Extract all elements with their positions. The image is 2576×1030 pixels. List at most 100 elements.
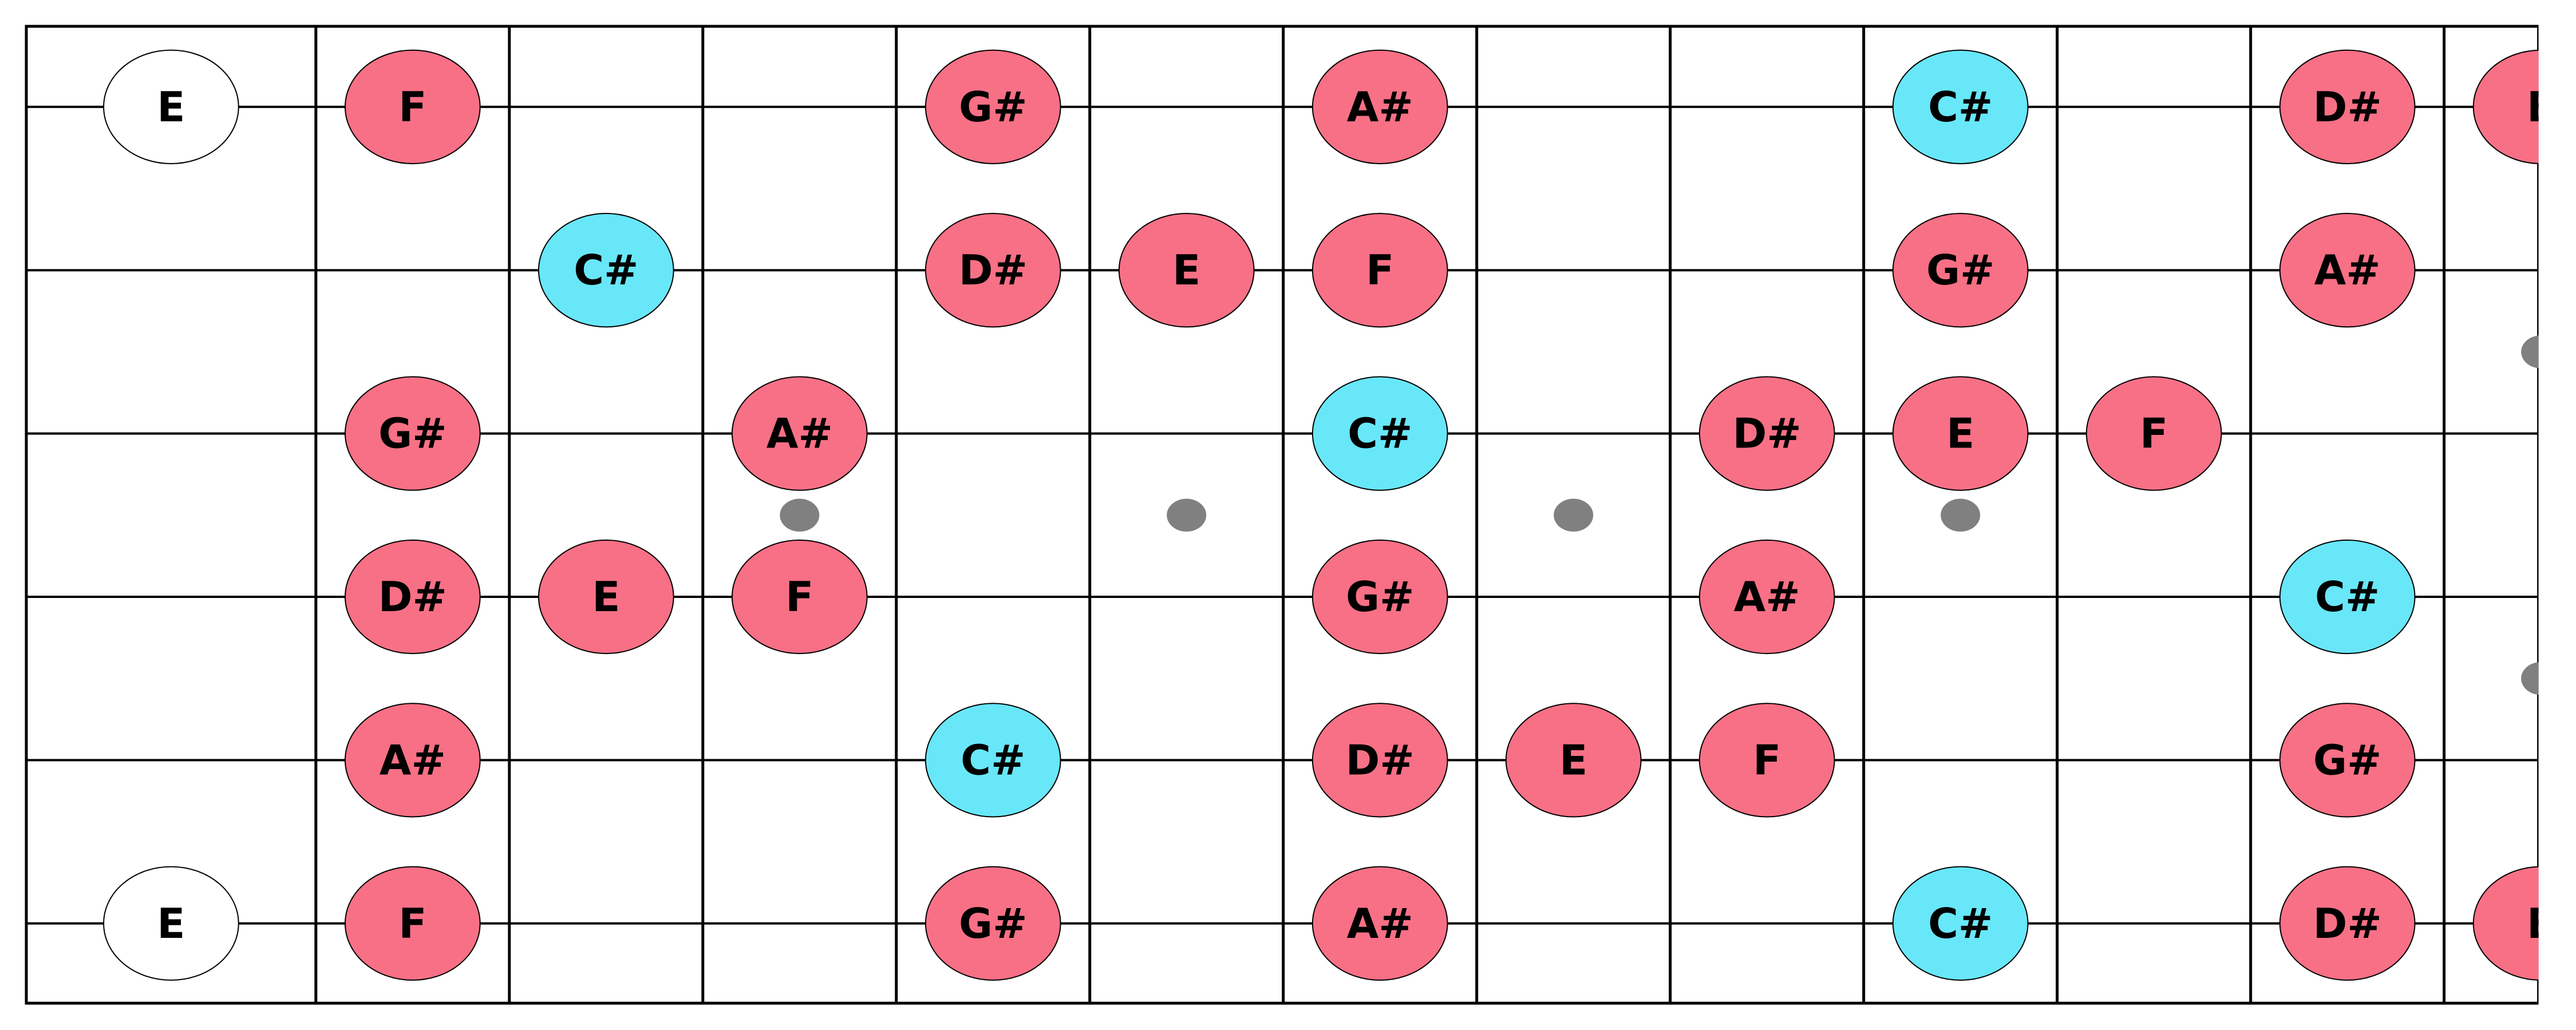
note-marker-root: C# — [924, 703, 1061, 818]
note-label: A# — [1347, 900, 1413, 948]
note-marker-scale: A# — [2279, 213, 2416, 328]
note-circle — [1311, 539, 1448, 655]
note-circle — [1311, 49, 1448, 164]
note-label: F — [1753, 736, 1781, 784]
note-marker-scale: D# — [924, 213, 1061, 328]
note-circle — [731, 376, 868, 491]
fret-lines — [25, 25, 2539, 1005]
note-label: F — [398, 83, 426, 131]
note-label: E — [1946, 410, 1974, 458]
note-marker-root: C# — [2279, 539, 2416, 655]
fret-inlay-dot — [780, 498, 820, 532]
note-marker-scale: F — [1311, 213, 1448, 328]
note-label: F — [2140, 410, 2168, 458]
fret-inlay-dot — [2521, 662, 2539, 695]
note-circle — [344, 49, 481, 164]
note-marker-scale: E — [2472, 866, 2539, 981]
fret-inlay-dot — [1167, 498, 1207, 532]
note-circle — [1698, 376, 1835, 491]
note-label: G# — [2313, 736, 2381, 784]
note-label: E — [1172, 246, 1200, 294]
note-label: A# — [380, 736, 446, 784]
note-marker-scale: G# — [924, 866, 1061, 981]
note-circle — [1118, 213, 1255, 328]
note-circle — [2085, 376, 2222, 491]
note-circle — [1698, 539, 1835, 655]
note-circle — [1311, 376, 1448, 491]
note-marker-scale: G# — [1311, 539, 1448, 655]
note-circle — [344, 866, 481, 981]
note-label: A# — [1347, 83, 1413, 131]
note-circle — [1892, 376, 2029, 491]
note-marker-open: E — [103, 49, 239, 164]
note-circle — [924, 866, 1061, 981]
note-label: C# — [961, 736, 1025, 784]
note-label: A# — [2314, 246, 2381, 294]
fret-inlay-dot — [2521, 335, 2539, 369]
note-label: G# — [1346, 573, 1414, 621]
note-circle — [731, 539, 868, 655]
note-label: D# — [2313, 83, 2382, 131]
note-label: A# — [767, 410, 833, 458]
note-marker-root: C# — [1311, 376, 1448, 491]
note-label: D# — [1346, 736, 1415, 784]
note-marker-scale: D# — [2279, 866, 2416, 981]
note-label: E — [2527, 83, 2555, 131]
note-marker-scale: F — [731, 539, 868, 655]
note-circle — [344, 703, 481, 818]
note-circle — [538, 539, 674, 655]
note-circle — [344, 376, 481, 491]
note-circle — [924, 213, 1061, 328]
note-circle — [1311, 213, 1448, 328]
note-label: C# — [1928, 83, 1993, 131]
note-marker-scale: D# — [1698, 376, 1835, 491]
note-marker-scale: D# — [344, 539, 481, 655]
note-label: E — [157, 83, 185, 131]
note-circle — [1311, 703, 1448, 818]
note-label: G# — [959, 83, 1027, 131]
note-label: G# — [1926, 246, 1994, 294]
note-marker-scale: G# — [924, 49, 1061, 164]
note-marker-scale: E — [1892, 376, 2029, 491]
fret-inlays — [780, 335, 2539, 695]
note-label: C# — [574, 246, 638, 294]
note-label: D# — [959, 246, 1028, 294]
note-circle — [538, 213, 674, 328]
note-circle — [2279, 703, 2416, 818]
note-circle — [1311, 866, 1448, 981]
note-circle — [1892, 866, 2029, 981]
note-circle — [344, 539, 481, 655]
note-circle — [1892, 49, 2029, 164]
note-circle — [1505, 703, 1642, 818]
note-label: D# — [2313, 900, 2382, 948]
note-label: C# — [1928, 900, 1993, 948]
note-marker-open: E — [103, 866, 239, 981]
note-marker-scale: G# — [2279, 703, 2416, 818]
note-marker-scale: A# — [344, 703, 481, 818]
note-marker-scale: F — [1698, 703, 1835, 818]
note-label: G# — [378, 410, 447, 458]
note-marker-scale: A# — [1698, 539, 1835, 655]
note-marker-scale: D# — [2279, 49, 2416, 164]
note-label: G# — [959, 900, 1027, 948]
note-circle — [2279, 213, 2416, 328]
note-label: F — [1366, 246, 1394, 294]
note-circle — [2472, 866, 2539, 981]
note-label: E — [592, 573, 620, 621]
note-circle — [1892, 213, 2029, 328]
note-label: D# — [1733, 410, 1801, 458]
note-marker-scale: A# — [1311, 866, 1448, 981]
note-circle — [1698, 703, 1835, 818]
note-marker-scale: F — [344, 866, 481, 981]
note-marker-scale: G# — [344, 376, 481, 491]
note-circle — [924, 49, 1061, 164]
note-label: D# — [378, 573, 447, 621]
note-circle — [924, 703, 1061, 818]
note-marker-scale: E — [1505, 703, 1642, 818]
note-marker-scale: A# — [731, 376, 868, 491]
note-circle — [2472, 49, 2539, 164]
note-marker-scale: F — [2085, 376, 2222, 491]
note-label: C# — [2315, 573, 2380, 621]
